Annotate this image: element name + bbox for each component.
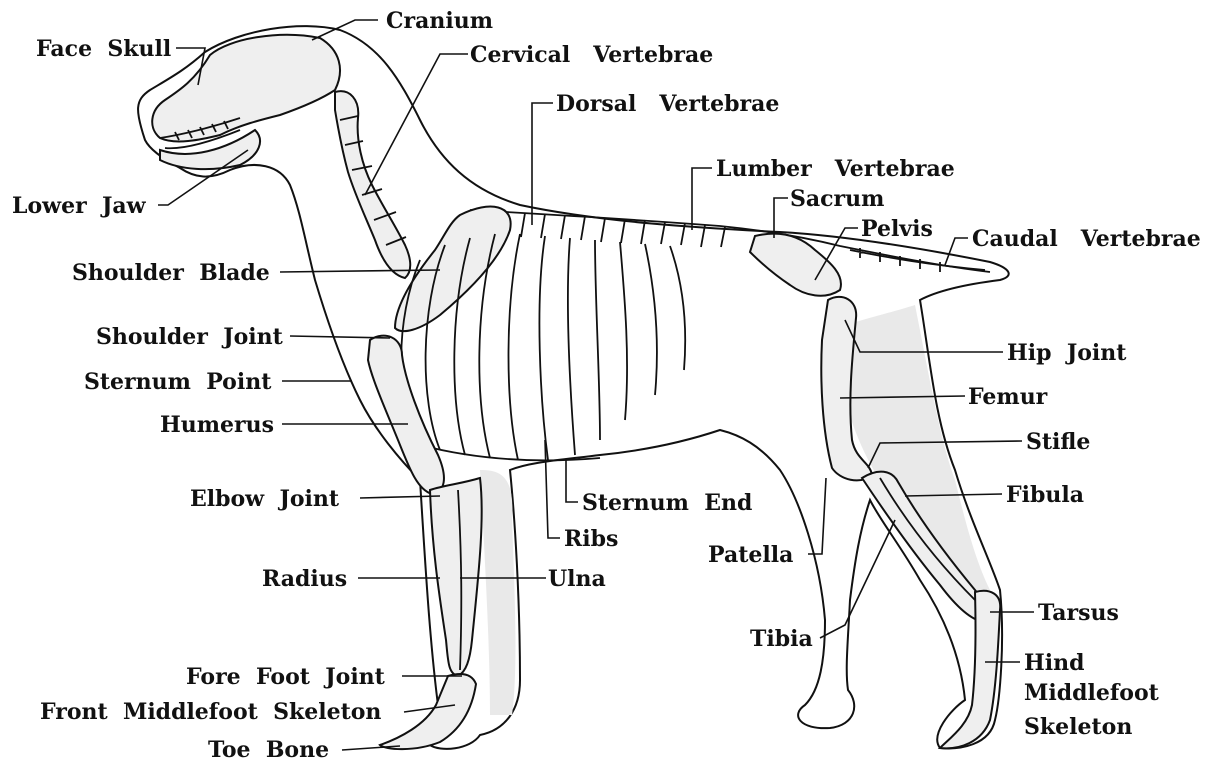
label-humerus: Humerus [160,412,274,438]
leader-lumber [692,168,712,230]
label-sternum-point: Sternum Point [84,369,272,395]
label-toe-bone: Toe Bone [208,737,329,763]
label-hip-joint: Hip Joint [1007,340,1127,366]
label-cervical-vertebrae: Cervical Vertebrae [470,42,713,68]
label-shoulder-blade: Shoulder Blade [72,260,270,286]
label-front-middlefoot-skeleton: Front Middlefoot Skeleton [40,699,381,725]
label-femur: Femur [968,384,1048,410]
label-ribs: Ribs [564,526,618,552]
label-sternum-end: Sternum End [582,490,752,516]
label-lumber-vertebrae: Lumber Vertebrae [716,156,955,182]
label-patella: Patella [708,542,793,568]
leader-sternum-end [566,460,578,502]
label-lower-jaw: Lower Jaw [12,193,147,219]
label-tarsus: Tarsus [1038,600,1119,626]
label-dorsal-vertebrae: Dorsal Vertebrae [556,91,779,117]
label-fore-foot-joint: Fore Foot Joint [186,664,386,690]
label-cranium: Cranium [386,8,493,34]
label-hind-middlefoot-line3: Skeleton [1024,714,1132,740]
label-face-skull: Face Skull [36,36,171,62]
label-fibula: Fibula [1006,482,1084,508]
label-elbow-joint: Elbow Joint [190,486,340,512]
label-shoulder-joint: Shoulder Joint [96,324,284,350]
label-caudal-vertebrae: Caudal Vertebrae [972,226,1201,252]
label-sacrum: Sacrum [790,186,884,212]
label-radius: Radius [262,566,347,592]
label-hind-middlefoot-line1: Hind [1024,650,1085,676]
label-hind-middlefoot-line2: Middlefoot [1024,680,1160,706]
leader-dorsal [532,103,553,225]
label-tibia: Tibia [750,626,813,652]
label-pelvis: Pelvis [861,216,933,242]
label-stifle: Stifle [1026,429,1090,455]
label-ulna: Ulna [548,566,606,592]
